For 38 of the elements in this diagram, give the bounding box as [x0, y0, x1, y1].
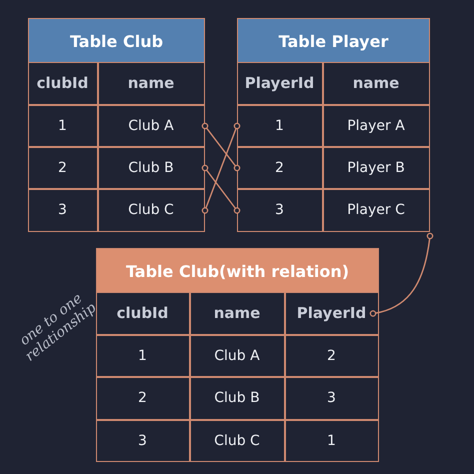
table-cell: 3	[96, 420, 190, 462]
column-header: name	[322, 62, 430, 104]
connector	[202, 122, 240, 172]
table	[96, 248, 379, 462]
table-cell: 1	[236, 104, 322, 146]
table-cell: 2	[96, 376, 190, 420]
table-cell: Player B	[322, 146, 430, 188]
table	[237, 18, 430, 232]
column-header: PlayerId	[284, 292, 378, 334]
table-cell: Club B	[190, 376, 284, 420]
table-cell: Club A	[98, 104, 204, 146]
column-header: clubId	[96, 292, 190, 334]
table-cell: 3	[284, 376, 378, 420]
column-header: clubId	[28, 62, 98, 104]
connector	[370, 232, 434, 317]
table-cell: 1	[96, 334, 190, 376]
table-cell: 3	[236, 188, 322, 232]
table	[28, 18, 205, 232]
table-cell: 2	[284, 334, 378, 376]
table-cell: Club B	[98, 146, 204, 188]
table-cell: Club C	[190, 420, 284, 462]
column-header: name	[190, 292, 284, 334]
table-cell: Player C	[322, 188, 430, 232]
table-title: Table Club(with relation)	[97, 249, 378, 293]
table-cell: Club C	[98, 188, 204, 232]
column-header: name	[98, 62, 204, 104]
table-cell: 1	[28, 104, 98, 146]
table-title: Table Player	[238, 19, 429, 63]
column-header: PlayerId	[236, 62, 322, 104]
table-cell: 1	[284, 420, 378, 462]
table-cell: 3	[28, 188, 98, 232]
table-title: Table Club	[29, 19, 204, 63]
table-cell: Player A	[322, 104, 430, 146]
table-cell: 2	[236, 146, 322, 188]
connector	[202, 164, 240, 214]
connector	[202, 122, 240, 214]
table-cell: Club A	[190, 334, 284, 376]
table-cell: 2	[28, 146, 98, 188]
